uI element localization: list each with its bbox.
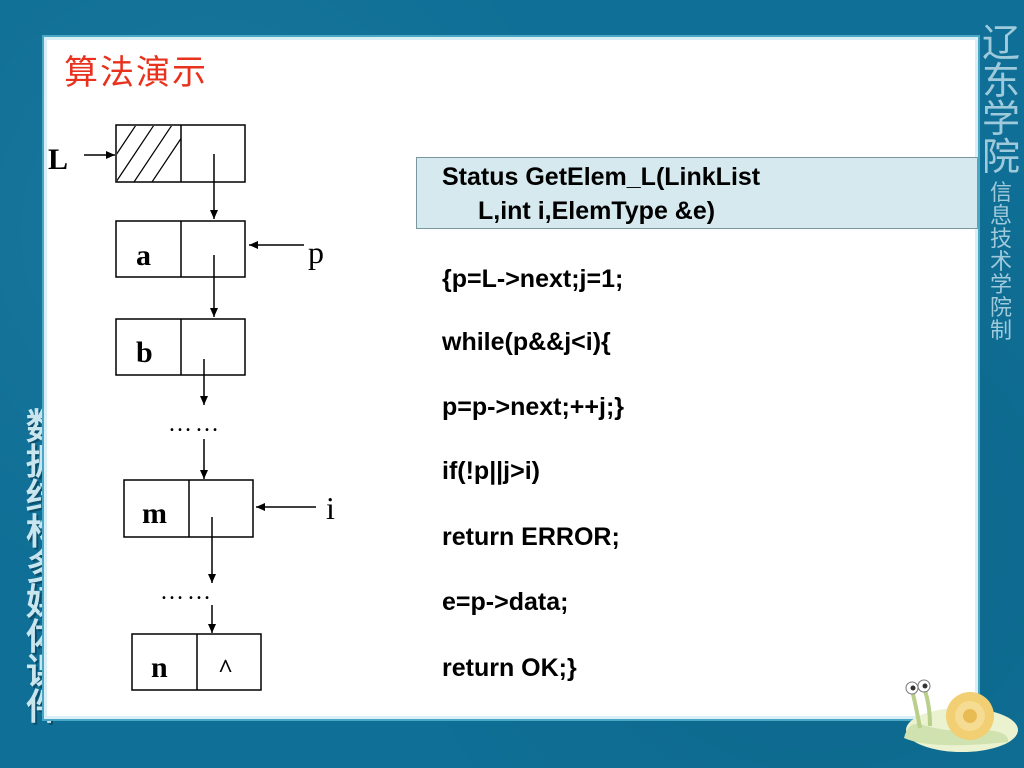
list-node-n: n ^ [131, 633, 262, 691]
head-pointer-label: L [48, 143, 68, 176]
list-node-m: m [123, 479, 254, 538]
pointer-i-label: i [326, 490, 335, 526]
linked-list-diagram: L a p b …… [48, 124, 335, 691]
function-signature-box [416, 157, 978, 229]
null-pointer-symbol: ^ [218, 654, 233, 683]
code-line: return ERROR; [442, 523, 620, 551]
hatch-pattern [117, 126, 181, 182]
code-line: p=p->next;++j;} [442, 393, 624, 421]
institution-char: 辽 [981, 21, 1020, 65]
code-line: if(!p||j>i) [442, 457, 540, 485]
node-data-b: b [136, 336, 153, 369]
institution-name: 辽 东 学 院 [982, 24, 1020, 176]
node-data-n: n [151, 651, 168, 684]
institution-char: 学 [981, 97, 1020, 141]
code-line: {p=L->next;j=1; [442, 265, 624, 293]
code-line: while(p&&j<i){ [442, 328, 611, 356]
code-line: e=p->data; [442, 588, 569, 616]
department-char: 技 [989, 227, 1012, 252]
node-data-a: a [136, 239, 151, 272]
snail-icon [904, 679, 1018, 752]
department-char: 学 [989, 273, 1012, 298]
list-node-b: b [115, 318, 246, 376]
department-char: 息 [989, 204, 1012, 229]
institution-char: 东 [981, 59, 1020, 103]
department-name: 信 息 技 术 学 院 制 [990, 182, 1012, 343]
code-line: return OK;} [442, 654, 577, 682]
list-node-a: a [115, 220, 246, 278]
list-node-head [115, 124, 246, 183]
ellipsis: …… [160, 579, 214, 605]
institution-label-vertical: 辽 东 学 院 信 息 技 术 学 院 制 [978, 24, 1024, 343]
node-data-m: m [142, 497, 167, 530]
institution-char: 院 [981, 135, 1020, 179]
department-char: 术 [989, 250, 1012, 275]
function-signature-line-2: L,int i,ElemType &e) [478, 197, 716, 225]
slide-panel: 算法演示 L a [44, 37, 978, 719]
department-char: 制 [989, 319, 1012, 344]
ellipsis: …… [168, 411, 222, 437]
department-char: 信 [989, 181, 1012, 206]
slide-title: 算法演示 [64, 53, 208, 93]
pointer-p-label: p [308, 234, 324, 270]
function-signature-line-1: Status GetElem_L(LinkList [442, 163, 761, 191]
department-char: 院 [989, 296, 1012, 321]
